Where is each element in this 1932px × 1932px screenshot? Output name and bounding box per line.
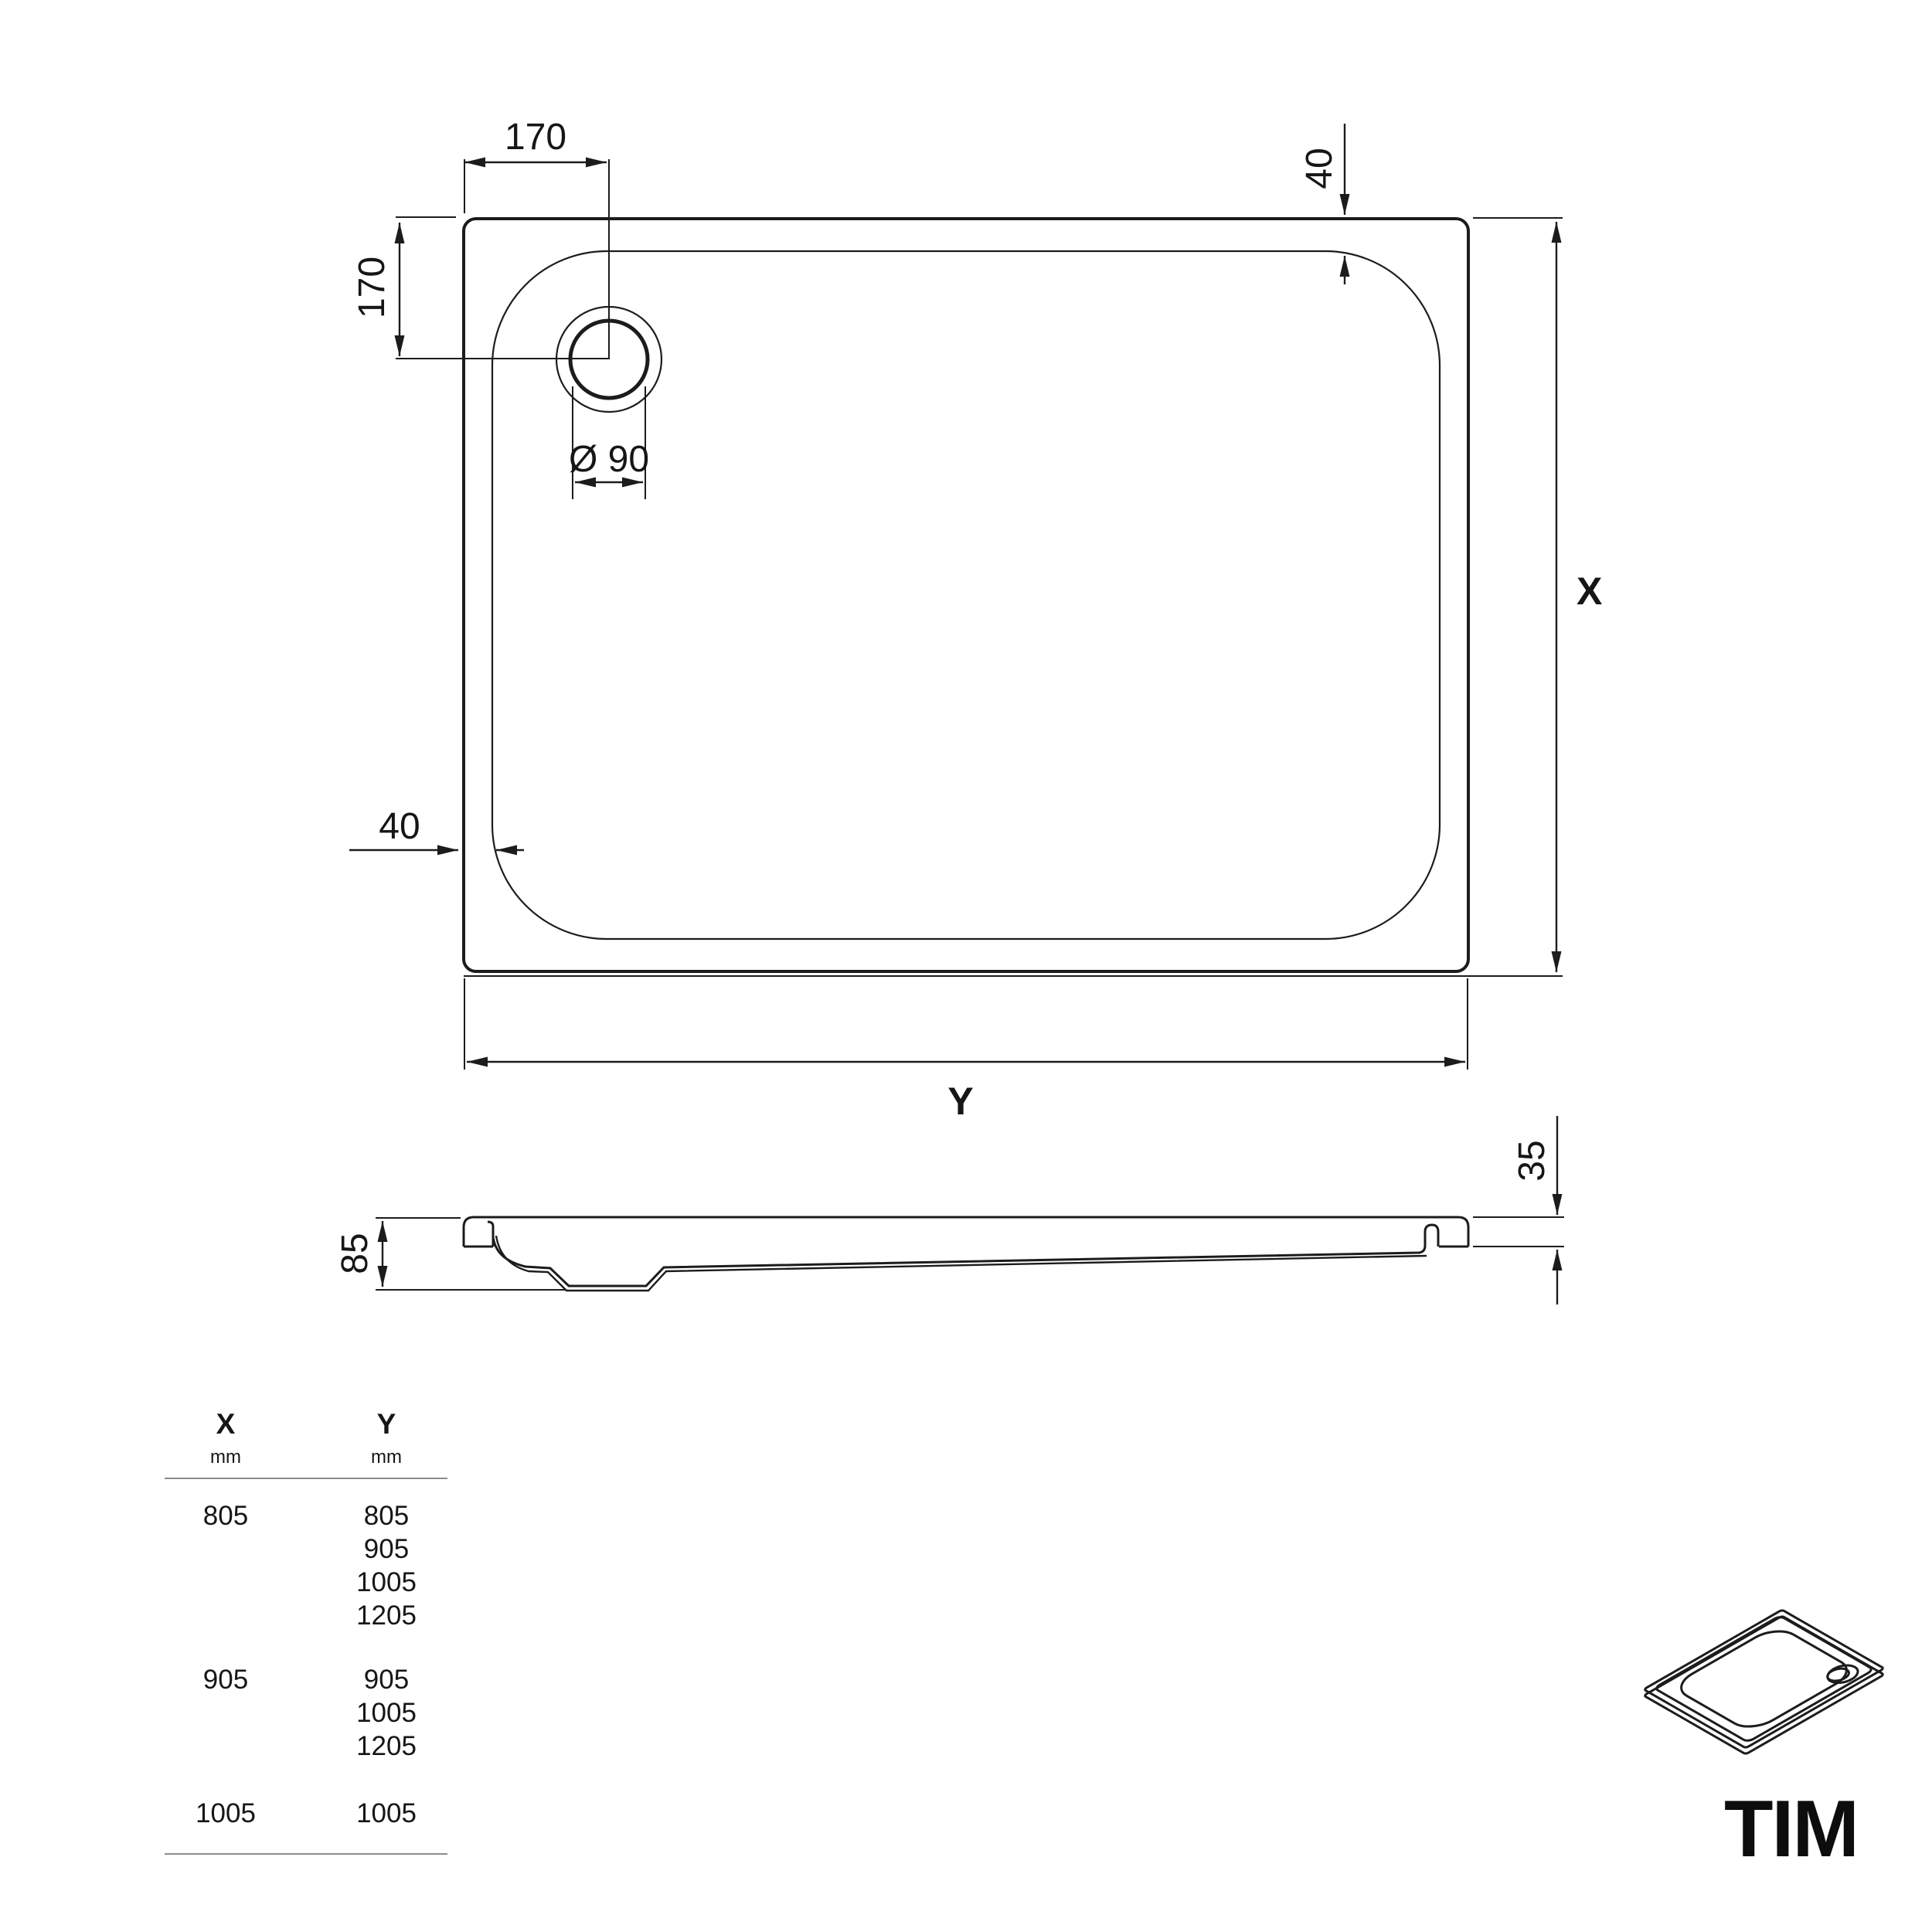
iso-rim-edge (1654, 1616, 1873, 1743)
dim-rim-height: 35 (1473, 1116, 1564, 1304)
axis-label-y: Y (947, 1080, 973, 1123)
dim-inner-edge-bottom: 40 (349, 806, 524, 855)
table-row: 1205 (356, 1600, 417, 1631)
size-group-1005: 1005 1005 (165, 1797, 447, 1830)
dim-drain-offset-y: 170 (352, 216, 609, 359)
table-row: 905 905 (202, 1665, 410, 1695)
brand-logo: TIM (1724, 1784, 1858, 1874)
column-unit-y: mm (371, 1447, 402, 1468)
iso-basin-edge (1670, 1625, 1857, 1733)
iso-outer-edge (1644, 1610, 1884, 1748)
size-table-header: X mm Y mm (165, 1405, 447, 1471)
table-row: 1005 (356, 1698, 417, 1728)
table-row: 905 (363, 1534, 410, 1564)
dim-overall-y: Y (464, 978, 1468, 1123)
dim-inner-edge-top: 40 (1299, 124, 1350, 284)
dim-label-40-top: 40 (1299, 148, 1340, 189)
dim-drain-offset-x: 170 (464, 117, 610, 359)
table-row: 805 805 (202, 1501, 410, 1531)
dim-overall-x: X (1473, 217, 1602, 972)
tray-outer-edge (462, 217, 1470, 973)
column-header-y: Y (376, 1408, 396, 1440)
dim-label-drain-diameter: Ø 90 (569, 439, 649, 480)
iso-drain-hole (1823, 1666, 1853, 1683)
profile-outer-edge (462, 1216, 1470, 1247)
dim-label-170-horizontal: 170 (505, 117, 566, 158)
size-table: X mm Y mm 805 805 905 1005 1205 905 905 (165, 1405, 447, 1855)
dim-drain-diameter: Ø 90 (569, 386, 649, 499)
profile-left-rim-inner-wall (487, 1220, 495, 1247)
dim-label-170-vertical: 170 (352, 257, 393, 318)
size-group-805: 805 805 905 1005 1205 (165, 1499, 447, 1632)
size-group-905: 905 905 1005 1205 (165, 1663, 447, 1763)
shower-tray-isometric-icon (1644, 1610, 1884, 1754)
dim-total-depth: 85 (335, 1217, 566, 1291)
column-header-x: X (216, 1408, 236, 1440)
tray-inner-basin-edge (491, 250, 1441, 940)
table-rule-bottom (165, 1853, 447, 1855)
dim-label-35: 35 (1512, 1140, 1553, 1181)
table-row: 1005 (356, 1567, 417, 1597)
axis-label-x: X (1577, 570, 1602, 613)
profile-basin-inner-surface (492, 1223, 1440, 1287)
dim-label-40-bottom: 40 (379, 806, 420, 847)
table-row: 1205 (356, 1731, 417, 1761)
dim-label-85: 85 (335, 1233, 376, 1274)
table-row: 1005 1005 (196, 1798, 417, 1828)
table-rule-top (165, 1478, 447, 1479)
profile-basin-outer-surface (495, 1235, 1427, 1292)
top-view: 170 170 Ø 90 40 40 (349, 117, 1602, 1123)
column-unit-x: mm (210, 1447, 241, 1468)
side-view: 85 35 (335, 1116, 1564, 1304)
